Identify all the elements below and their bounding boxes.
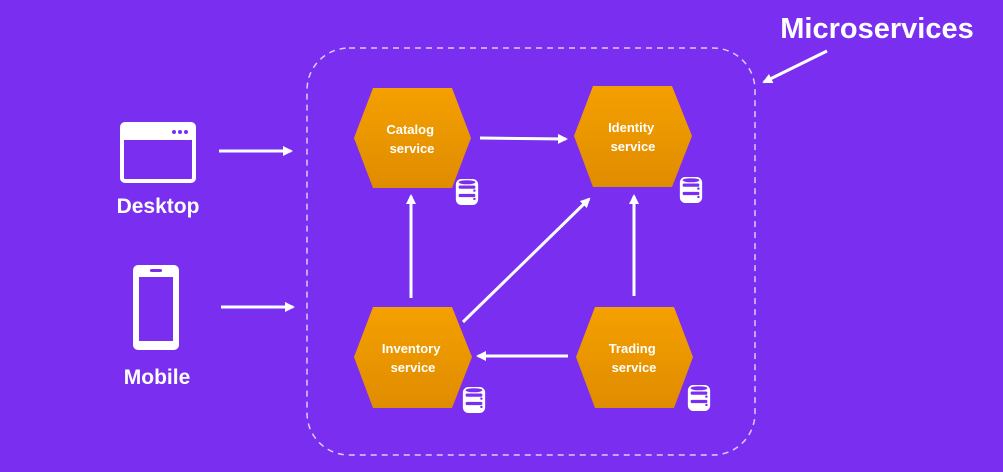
microservices-boundary	[306, 47, 756, 456]
catalog-service: Catalog service	[354, 88, 479, 205]
browser-window-icon	[120, 122, 196, 183]
title-pointer-arrow	[762, 49, 828, 84]
mobile-label: Mobile	[124, 366, 191, 389]
inventory-service-label: Inventory service	[382, 341, 444, 375]
catalog-service-line2: service	[390, 141, 435, 156]
inventory-service: Inventory service	[354, 307, 486, 413]
catalog-service-line1: Catalog	[386, 122, 434, 137]
identity-service-hexagon	[574, 86, 692, 187]
trading-service-label: Trading service	[609, 341, 660, 375]
database-icon	[455, 179, 479, 205]
identity-service-line1: Identity	[608, 120, 655, 135]
desktop-label: Desktop	[117, 195, 200, 218]
database-icon	[687, 385, 711, 411]
trading-service-line2: service	[612, 360, 657, 375]
inventory-service-line1: Inventory	[382, 341, 441, 356]
catalog-service-hexagon	[354, 88, 471, 188]
inventory-to-identity-arrow	[461, 197, 591, 324]
trading-service-hexagon	[576, 307, 693, 408]
inventory-service-hexagon	[354, 307, 472, 408]
catalog-service-label: Catalog service	[386, 122, 437, 156]
page-title: Microservices	[780, 13, 973, 45]
database-icon	[462, 387, 486, 413]
trading-service-line1: Trading	[609, 341, 656, 356]
smartphone-icon	[133, 265, 179, 350]
catalog-to-identity-arrow	[479, 133, 568, 144]
desktop-client: Desktop	[117, 122, 200, 218]
identity-service-label: Identity service	[608, 120, 658, 154]
trading-service: Trading service	[576, 307, 711, 411]
inventory-service-line2: service	[391, 360, 436, 375]
database-icon	[679, 177, 703, 203]
identity-service-line2: service	[611, 139, 656, 154]
identity-service: Identity service	[574, 86, 703, 203]
mobile-client: Mobile	[124, 265, 191, 389]
